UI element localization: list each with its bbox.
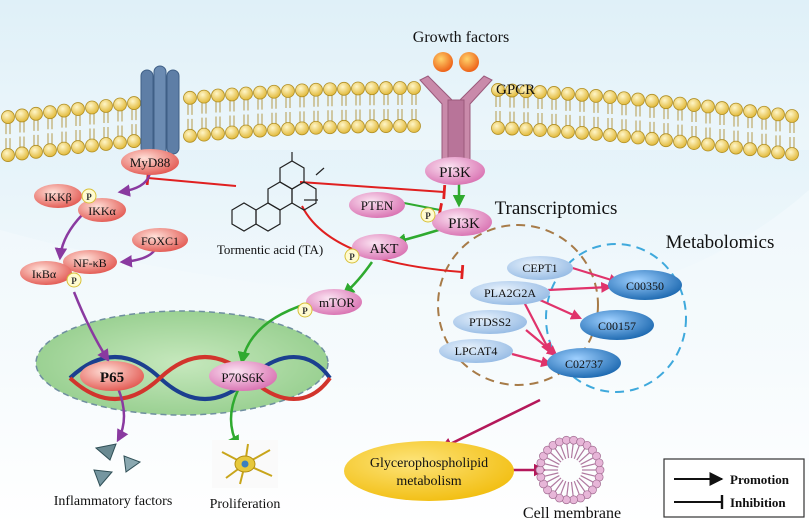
myd88-label: MyD88 — [130, 155, 170, 170]
ikka-node — [78, 198, 126, 222]
arrow-ptdss2-c02737 — [525, 329, 558, 357]
phospho-label: P — [86, 192, 92, 202]
gene-label: PTDSS2 — [469, 315, 511, 329]
phospho-badge — [344, 248, 360, 264]
inhibition-pten-pi3k — [403, 202, 443, 218]
mtor-label: mTOR — [319, 295, 355, 310]
gene-node — [453, 310, 527, 334]
inhibition-ta-myd88 — [145, 170, 237, 187]
ikka-label: IKKα — [88, 204, 116, 218]
myd88-receptor-icon — [140, 65, 180, 157]
gene-label: CEPT1 — [522, 261, 557, 275]
legend: Promotion Inhibition — [663, 458, 805, 518]
p70s6k-node — [209, 361, 277, 391]
foxc1-label: FOXC1 — [141, 234, 179, 248]
arrow-mtor-p70s6k — [237, 302, 307, 365]
gene-node — [470, 281, 550, 305]
myd88-node — [121, 149, 179, 175]
cell-membrane-bilayer — [1, 81, 799, 162]
glycero-label-line2: metabolism — [396, 474, 461, 489]
growth-factor-icon — [433, 52, 453, 72]
glycero-label-line1: Glycerophospholipid — [370, 456, 488, 471]
phospho-badge — [297, 302, 313, 318]
arrow-lpcat4-c02737 — [511, 352, 553, 368]
gpcr-label: GPCR — [496, 82, 535, 98]
arrow-omics-glycero — [439, 398, 541, 450]
ikkb-label: IKKβ — [44, 190, 71, 204]
tormentic-acid-structure-icon — [231, 152, 325, 232]
inflammatory-factors-label: Inflammatory factors — [54, 494, 173, 509]
growth-factors-label: Growth factors — [413, 29, 509, 46]
phospho-label: P — [302, 306, 308, 316]
arrow-pla2g2a-c02737 — [523, 301, 552, 354]
legend-inhibition-label: Inhibition — [730, 495, 786, 510]
akt-label: AKT — [370, 242, 399, 257]
compound-label: Tormentic acid (TA) — [217, 242, 323, 257]
phospho-badge — [81, 188, 97, 204]
arrow-nfkb-p65 — [72, 291, 110, 363]
metabolite-label: C02737 — [565, 357, 603, 371]
arrow-pla2g2a-c00157 — [539, 298, 583, 320]
cell-membrane-label: Cell membrane — [523, 505, 621, 522]
akt-node — [352, 234, 408, 260]
phospho-label: P — [349, 252, 355, 262]
metabolite-node — [547, 348, 621, 378]
p65-node — [80, 361, 144, 391]
foxc1-node — [132, 228, 188, 252]
phospho-label: P — [425, 211, 431, 221]
metabolomics-region — [545, 243, 687, 393]
transcriptomics-label: Transcriptomics — [495, 198, 618, 219]
transcriptomics-region — [437, 224, 599, 386]
metabolite-label: C00350 — [626, 279, 664, 293]
metabolite-node — [608, 270, 682, 300]
nfkb-label: NF-κB — [73, 256, 106, 270]
glycero-node — [344, 441, 514, 501]
proliferation-label: Proliferation — [210, 497, 281, 512]
gene-node — [439, 339, 513, 363]
phospho-badge — [66, 272, 82, 288]
pi3k-top-node — [425, 157, 485, 185]
inhibition-ta-pi3k — [299, 181, 447, 200]
ikba-label: IκBα — [32, 267, 57, 281]
legend-promotion-label: Promotion — [730, 472, 790, 487]
pi3k-top-label: PI3K — [439, 165, 471, 181]
gene-label: PLA2G2A — [484, 286, 536, 300]
pi3k-lower-label: PI3K — [448, 216, 480, 232]
pten-node — [349, 192, 405, 218]
arrow-p65-inflammatory — [116, 387, 129, 443]
arrow-cept1-c00350 — [565, 264, 621, 285]
pten-label: PTEN — [361, 198, 394, 213]
phospho-badge — [420, 207, 436, 223]
phospho-label: P — [71, 276, 77, 286]
nfkb-node — [63, 250, 117, 274]
pi3k-lower-node — [432, 208, 492, 236]
legend-box — [663, 458, 805, 518]
growth-factor-icon — [459, 52, 479, 72]
metabolomics-label: Metabolomics — [666, 232, 775, 253]
micelle-icon — [535, 435, 605, 505]
p65-label: P65 — [100, 370, 124, 386]
ikba-node — [20, 261, 72, 285]
dna-helix-icon — [68, 355, 332, 401]
inflammatory-factor-icon — [93, 443, 142, 487]
gene-node — [507, 256, 573, 280]
gene-label: LPCAT4 — [455, 344, 498, 358]
neuron-icon — [212, 440, 278, 488]
metabolite-node — [580, 310, 654, 340]
mtor-node — [306, 289, 362, 315]
arrow-pla2g2a-c00350 — [547, 281, 613, 293]
p70s6k-label: P70S6K — [221, 370, 265, 385]
arrow-ikk-ikba — [54, 214, 83, 261]
ikkb-node — [34, 184, 82, 208]
metabolite-label: C00157 — [598, 319, 636, 333]
